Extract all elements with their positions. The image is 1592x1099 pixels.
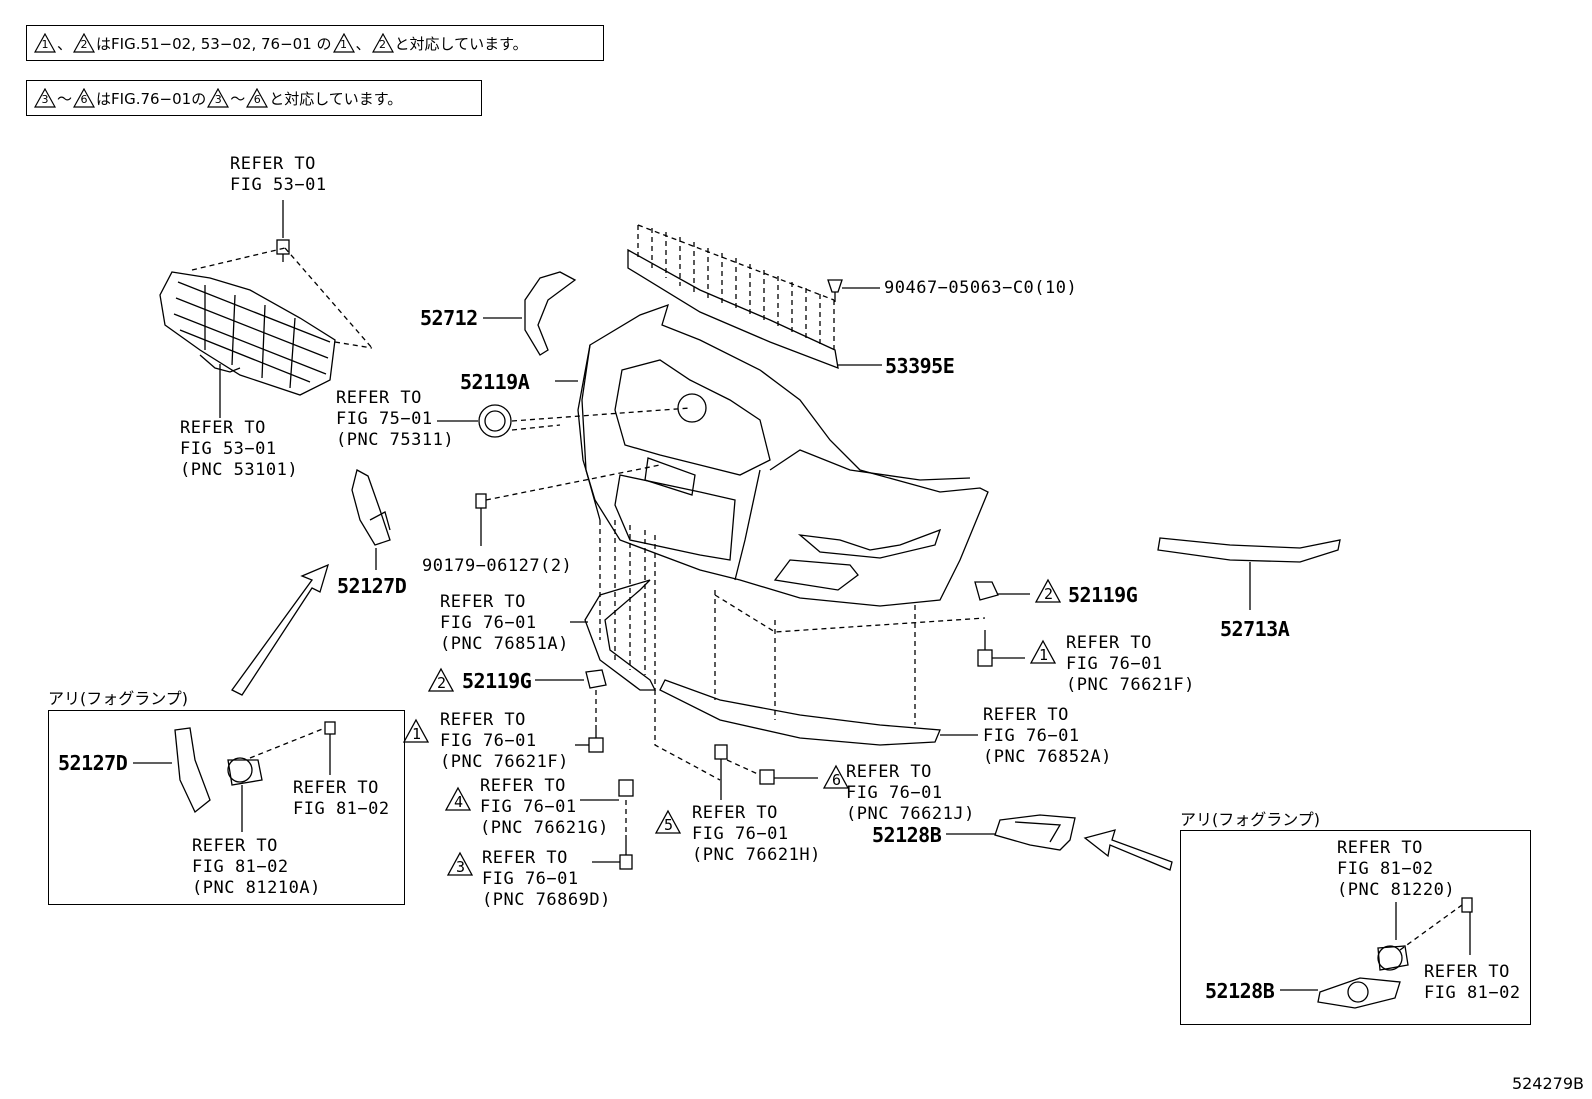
ref-76852A[interactable]: REFER TO FIG 76−01 (PNC 76852A) [983, 705, 1112, 767]
tri-3-label: 3 [456, 858, 466, 876]
reinforcement-53395E-drawing [627, 248, 839, 370]
part-52127D[interactable]: 52127D [337, 574, 407, 598]
tri-2-label-left: 2 [437, 674, 447, 692]
bumper-cover-drawing [577, 303, 989, 607]
ref-76621J[interactable]: REFER TO FIG 76−01 (PNC 76621J) [846, 762, 975, 824]
part-90467[interactable]: 90467−05063−C0(10) [884, 278, 1078, 298]
spoiler-76851A-drawing [584, 579, 657, 691]
part-52713A[interactable]: 52713A [1220, 617, 1290, 641]
bolt-right-drawing [977, 630, 993, 667]
arrow-right-drawing [1083, 829, 1173, 871]
part-90179[interactable]: 90179−06127(2) [422, 556, 573, 576]
ref-fig-75-01[interactable]: REFER TO FIG 75−01 (PNC 75311) [336, 388, 455, 450]
ref-76621F-left[interactable]: REFER TO FIG 76−01 (PNC 76621F) [440, 710, 569, 772]
clip-90179-drawing [475, 493, 487, 509]
note-1-text-b: はFIG.51−02, 53−02, 76−01 の [96, 34, 332, 53]
nut-76621G-drawing [618, 779, 634, 797]
spoiler-76852A-drawing [659, 679, 941, 746]
emblem-drawing [478, 404, 512, 438]
left-fog-lamp-box [48, 710, 405, 905]
triangle-3-icon: 3 [34, 88, 56, 108]
ref-fig-53-01-top[interactable]: REFER TO FIG 53−01 [230, 154, 327, 195]
bolt-left-drawing [588, 725, 604, 753]
ref-fig-53-01-grille[interactable]: REFER TO FIG 53−01 (PNC 53101) [180, 418, 299, 480]
ref-fig-81-02-left[interactable]: REFER TO FIG 81−02 [293, 778, 390, 819]
figure-id: 524279B [1511, 1074, 1584, 1093]
part-52119G-right[interactable]: 52119G [1068, 583, 1138, 607]
molding-52713A-drawing [1157, 537, 1341, 563]
cover-52128B-drawing [994, 814, 1076, 851]
clip-90467-drawing [827, 279, 843, 302]
retainer-52119G-right-drawing [974, 581, 999, 601]
triangle-6-icon: 6 [73, 88, 96, 108]
ref-76851A[interactable]: REFER TO FIG 76−01 (PNC 76851A) [440, 592, 569, 654]
tri-6-label: 6 [832, 771, 842, 789]
tri-1-label: 1 [1039, 646, 1049, 664]
arrow-left-drawing [231, 563, 330, 696]
ref-76621F-right[interactable]: REFER TO FIG 76−01 (PNC 76621F) [1066, 633, 1195, 695]
part-52128B-box[interactable]: 52128B [1205, 979, 1275, 1003]
tri-5-label: 5 [664, 816, 674, 834]
tri-1-label-left: 1 [412, 725, 422, 743]
part-52127D-box[interactable]: 52127D [58, 751, 128, 775]
part-52128B[interactable]: 52128B [872, 823, 942, 847]
triangle-6-icon: 6 [246, 88, 269, 108]
tri-4-label: 4 [454, 793, 464, 811]
ref-76621H[interactable]: REFER TO FIG 76−01 (PNC 76621H) [692, 803, 821, 865]
right-fog-lamp-box [1180, 830, 1531, 1025]
right-box-caption: アリ(フォグランプ) [1180, 810, 1321, 829]
note-1-text-d: と対応しています。 [394, 34, 528, 53]
right-box-drawing [1317, 897, 1473, 1009]
note-2-text-b: はFIG.76−01の [96, 89, 207, 108]
note-2: 3 〜 6 はFIG.76−01の 3 〜 6 と対応しています。 [26, 80, 482, 116]
left-box-caption: アリ(フォグランプ) [48, 689, 189, 708]
part-52119G-left[interactable]: 52119G [462, 669, 532, 693]
part-53395E[interactable]: 53395E [885, 354, 955, 378]
ref-76621G[interactable]: REFER TO FIG 76−01 (PNC 76621G) [480, 776, 609, 838]
screw-76621H-drawing [714, 744, 728, 800]
triangle-1-icon: 1 [34, 33, 56, 53]
triangle-1-icon: 1 [332, 33, 355, 53]
part-52119A[interactable]: 52119A [460, 370, 530, 394]
molding-52712-drawing [524, 271, 577, 356]
clip-76621J-drawing [759, 769, 775, 785]
ref-81210A[interactable]: REFER TO FIG 81−02 (PNC 81210A) [192, 836, 321, 898]
part-52712[interactable]: 52712 [420, 306, 478, 330]
note-2-sep-a: 〜 [57, 89, 73, 108]
note-1-sep-c: 、 [355, 34, 371, 53]
note-1-sep-a: 、 [57, 34, 73, 53]
retainer-52119G-left-drawing [585, 669, 607, 689]
triangle-3-icon: 3 [207, 88, 230, 108]
note-1: 1 、 2 はFIG.51−02, 53−02, 76−01 の 1 、 2 と… [26, 25, 604, 61]
grille-screw-drawing [276, 239, 290, 262]
triangle-2-icon: 2 [371, 33, 394, 53]
triangle-2-icon: 2 [73, 33, 96, 53]
ref-fig-81-02-right[interactable]: REFER TO FIG 81−02 [1424, 962, 1521, 1003]
note-2-sep-c: 〜 [230, 89, 246, 108]
screw-76869D-drawing [619, 835, 633, 870]
ref-81220[interactable]: REFER TO FIG 81−02 (PNC 81220) [1337, 838, 1456, 900]
ref-76869D[interactable]: REFER TO FIG 76−01 (PNC 76869D) [482, 848, 611, 910]
note-2-text-d: と対応しています。 [269, 89, 403, 108]
cover-52127D-drawing [351, 469, 391, 546]
grille-drawing [159, 271, 336, 396]
tri-2-label: 2 [1044, 585, 1054, 603]
